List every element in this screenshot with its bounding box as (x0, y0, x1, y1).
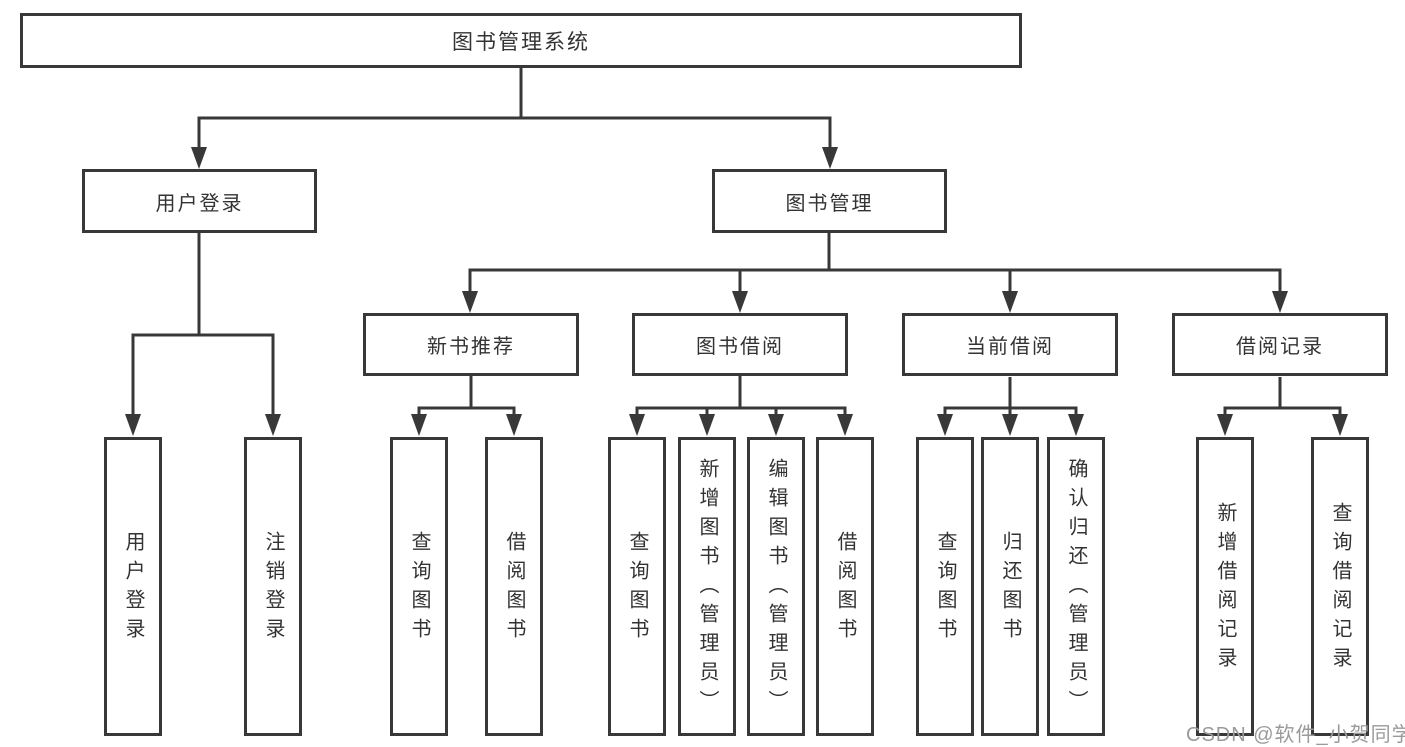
arrowhead-book-management (822, 147, 838, 169)
leaf-logout: 注销登录 (244, 437, 302, 736)
leaf-current-query-books: 查询图书 (916, 437, 974, 736)
connector-user-login-branch (131, 333, 275, 416)
node-user-login: 用户登录 (82, 169, 317, 233)
leaf-borrow-add-books-admin: 新增图书（管理员） (678, 437, 736, 736)
node-new-book-recommend: 新书推荐 (363, 313, 579, 376)
arrowhead-current-return (1002, 414, 1018, 436)
node-book-borrow: 图书借阅 (632, 313, 848, 376)
arrowhead-records-query (1332, 414, 1348, 436)
leaf-records-add-record: 新增借阅记录 (1196, 437, 1254, 736)
arrowhead-borrow-add (699, 414, 715, 436)
leaf-current-confirm-return-admin: 确认归还（管理员） (1047, 437, 1105, 736)
leaf-borrow-edit-books-admin: 编辑图书（管理员） (747, 437, 805, 736)
leaf-current-return-books: 归还图书 (981, 437, 1039, 736)
arrowhead-recommend-borrow (506, 414, 522, 436)
arrowhead-leaf-user-login (125, 414, 141, 436)
leaf-borrow-query-books: 查询图书 (608, 437, 666, 736)
arrowhead-borrow-query (629, 414, 645, 436)
leaf-recommend-borrow-books: 借阅图书 (485, 437, 543, 736)
arrowhead-user-login (191, 147, 207, 169)
connector-level3-branch (468, 268, 1282, 293)
connector-level2-branch (197, 116, 832, 150)
node-current-borrow: 当前借阅 (902, 313, 1118, 376)
arrowhead-current-query (937, 414, 953, 436)
arrowhead-leaf-logout (265, 414, 281, 436)
node-borrow-records: 借阅记录 (1172, 313, 1388, 376)
node-book-management: 图书管理 (712, 169, 947, 233)
connector-borrow-branch (635, 406, 847, 418)
arrowhead-new-book-recommend (462, 291, 478, 313)
leaf-user-login: 用户登录 (104, 437, 162, 736)
arrowhead-borrow-borrow (837, 414, 853, 436)
arrowhead-borrow-edit (768, 414, 784, 436)
leaf-records-query-record: 查询借阅记录 (1311, 437, 1369, 736)
arrowhead-book-borrow (732, 291, 748, 313)
watermark: CSDN @软件_小贺同学 (1186, 724, 1405, 746)
leaf-borrow-borrow-books: 借阅图书 (816, 437, 874, 736)
connector-recommend-branch (417, 406, 516, 418)
leaf-recommend-query-books: 查询图书 (390, 437, 448, 736)
connector-records-branch (1223, 406, 1342, 418)
arrowhead-borrow-records (1272, 291, 1288, 313)
node-root: 图书管理系统 (20, 13, 1022, 68)
arrowhead-records-add (1217, 414, 1233, 436)
arrowhead-current-borrow (1002, 291, 1018, 313)
arrowhead-recommend-query (411, 414, 427, 436)
arrowhead-current-confirm (1068, 414, 1084, 436)
